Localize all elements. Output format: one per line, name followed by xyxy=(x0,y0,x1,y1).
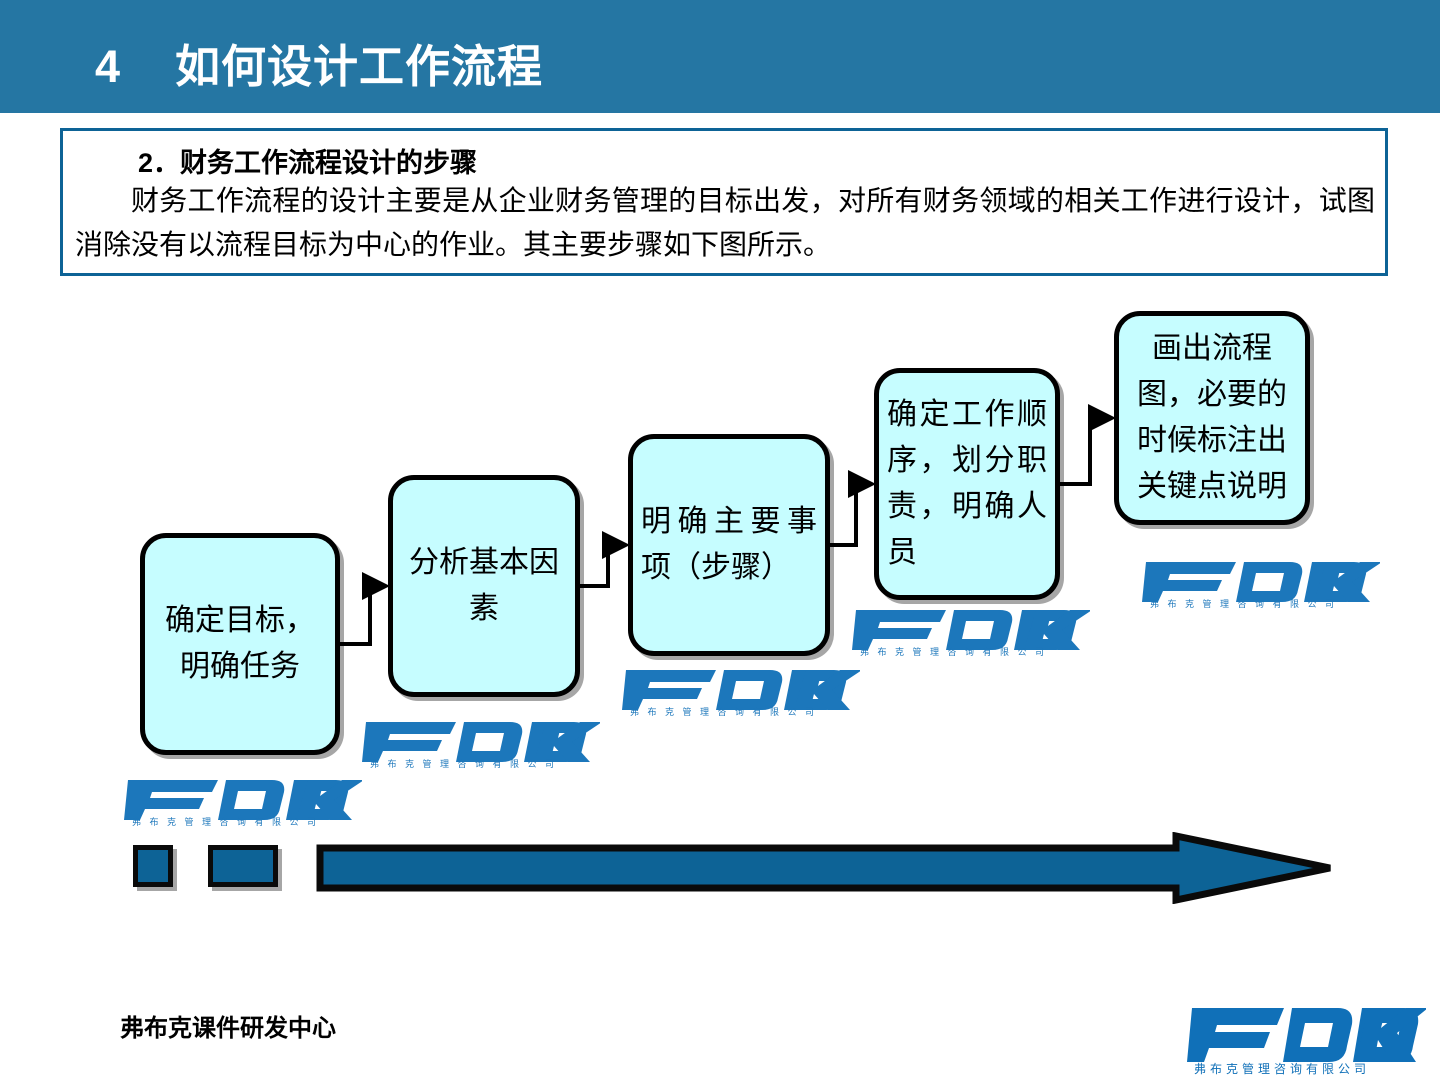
flow-step-2[interactable]: 分析基本因素 xyxy=(388,475,580,697)
content-panel: 2．财务工作流程设计的步骤 财务工作流程的设计主要是从企业财务管理的目标出发，对… xyxy=(60,128,1388,276)
header-band xyxy=(0,0,1440,113)
connector-2-3 xyxy=(580,531,630,588)
flow-step-3-label: 明确主要事项（步骤） xyxy=(641,505,817,584)
flow-step-4[interactable]: 确定工作顺序，划分职责，明确人员 xyxy=(874,368,1060,600)
footer-logo-sub: 弗布克管理咨询有限公司 xyxy=(1194,1061,1370,1076)
flow-step-1[interactable]: 确定目标，明确任务 xyxy=(140,533,340,755)
footer-text: 弗布克课件研发中心 xyxy=(120,1015,336,1042)
flow-step-5-label: 画出流程图，必要的时候标注出关键点说明 xyxy=(1137,332,1287,503)
panel-heading: 2．财务工作流程设计的步骤 xyxy=(138,148,478,178)
flow-step-2-label: 分析基本因素 xyxy=(409,546,559,625)
progress-arrow xyxy=(316,832,1331,904)
progress-chip-medium xyxy=(208,845,278,887)
footer-logo: 弗布克管理咨询有限公司 xyxy=(1187,1008,1426,1076)
connector-1-2 xyxy=(340,572,390,646)
connector-3-4 xyxy=(830,470,876,547)
flow-step-3[interactable]: 明确主要事项（步骤） xyxy=(628,434,830,656)
flow-step-1-label: 确定目标，明确任务 xyxy=(165,604,315,683)
progress-chip-small xyxy=(133,845,173,887)
flow-step-5[interactable]: 画出流程图，必要的时候标注出关键点说明 xyxy=(1114,311,1310,525)
connector-4-5 xyxy=(1060,404,1116,486)
flow-step-4-label: 确定工作顺序，划分职责，明确人员 xyxy=(887,398,1047,569)
page-title: 4 如何设计工作流程 xyxy=(95,41,544,92)
panel-paragraph: 财务工作流程的设计主要是从企业财务管理的目标出发，对所有财务领域的相关工作进行设… xyxy=(75,185,1375,260)
